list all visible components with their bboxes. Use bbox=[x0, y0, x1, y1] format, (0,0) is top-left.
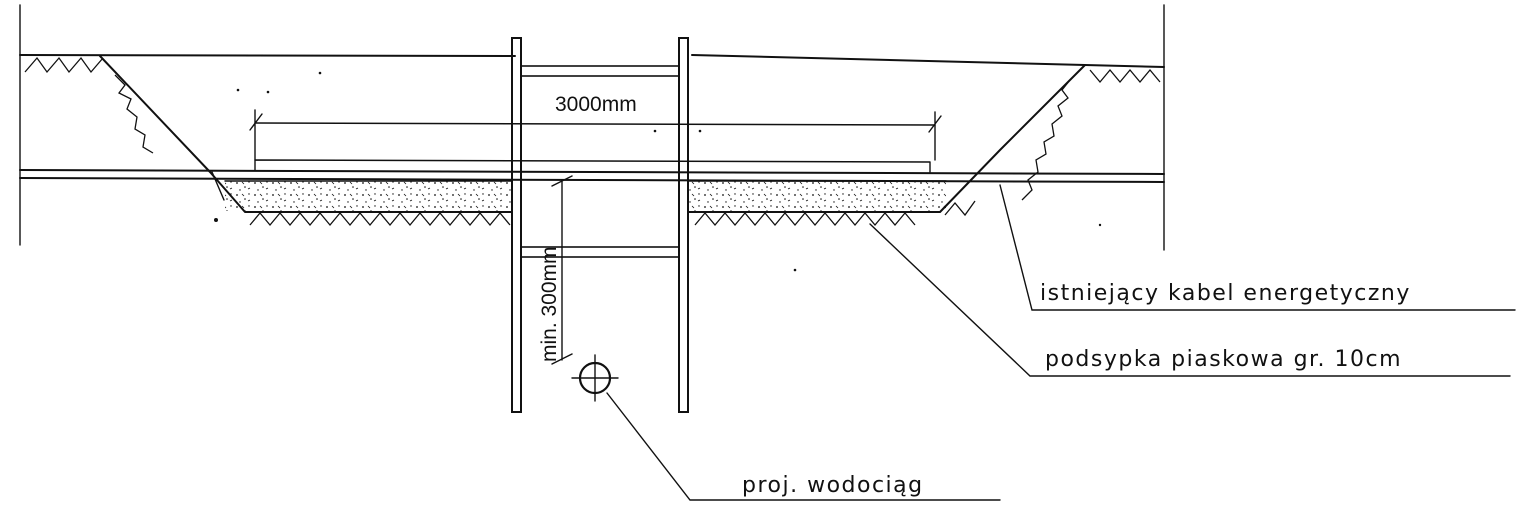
water-pipe bbox=[571, 354, 619, 402]
existing-power-cable bbox=[19, 159, 1165, 183]
right-ground-hatch bbox=[1021, 68, 1161, 201]
leader-lines bbox=[606, 184, 1516, 501]
dimension-clearance: min. 300mm bbox=[538, 175, 573, 365]
clearance-label: min. 300mm bbox=[538, 246, 561, 362]
drawing-specks bbox=[214, 71, 1102, 272]
trench-bottom-hatch bbox=[249, 200, 976, 227]
dimension-width-label: 3000mm bbox=[555, 93, 637, 116]
label-sand-bedding: podsypka piaskowa gr. 10cm bbox=[1045, 347, 1402, 372]
left-ground-hatch bbox=[24, 56, 154, 154]
sand-bedding bbox=[224, 180, 947, 211]
section-boundary-lines bbox=[19, 4, 1165, 251]
dimension-3000: 3000mm bbox=[249, 93, 942, 161]
label-water-pipe: proj. wodociąg bbox=[742, 473, 924, 498]
trench-sheeting bbox=[511, 37, 689, 413]
ground-surface bbox=[19, 54, 1165, 68]
label-existing-cable: istniejący kabel energetyczny bbox=[1040, 281, 1411, 306]
